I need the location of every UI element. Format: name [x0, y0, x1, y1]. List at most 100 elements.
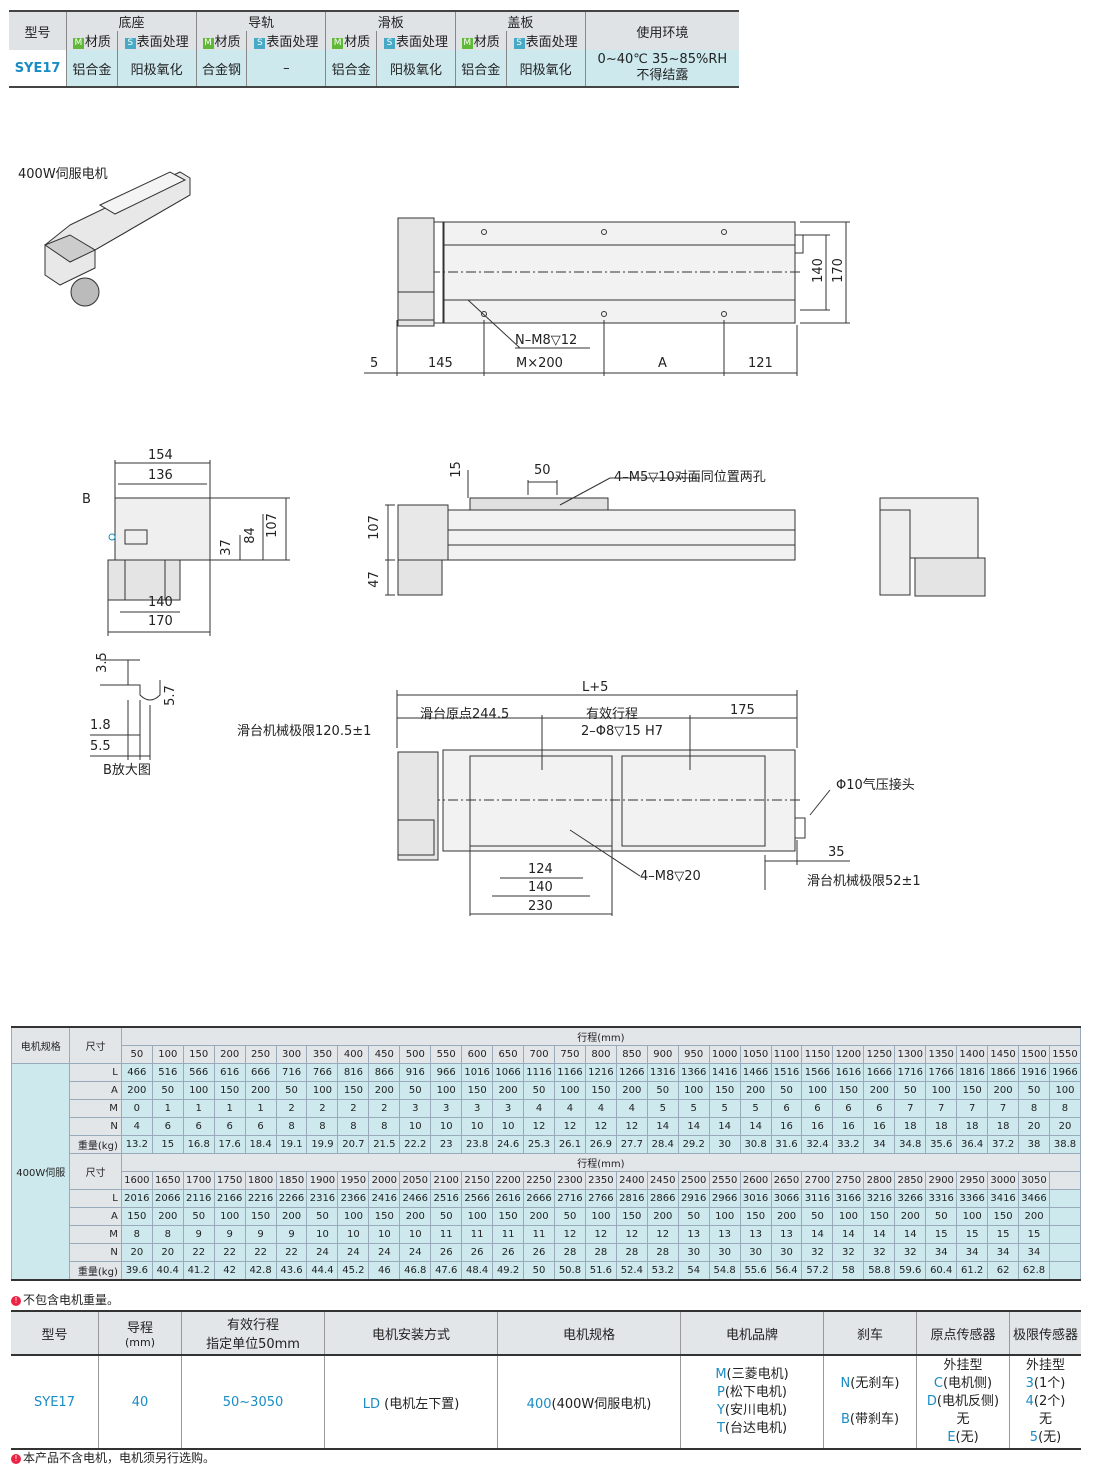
table-cell: 61.2: [956, 1261, 989, 1281]
table-cell: 3116: [801, 1189, 834, 1208]
row-label: M: [69, 1099, 122, 1118]
table-cell: 34: [1018, 1243, 1050, 1262]
table-cell: 7: [894, 1099, 927, 1118]
table-cell: 29.2: [677, 1135, 710, 1154]
table-cell: 7: [925, 1099, 958, 1118]
table-cell: 200: [368, 1081, 401, 1100]
dim-154: 154: [148, 448, 173, 463]
table-cell: 6: [151, 1117, 184, 1136]
table-cell: 30: [770, 1243, 803, 1262]
dim-hole-top: N–M8▽12: [515, 333, 578, 348]
motor-label: 400W伺服电机: [18, 167, 108, 182]
table-cell: 100: [461, 1207, 494, 1226]
table-cell: 28: [646, 1243, 679, 1262]
table-cell: 24: [337, 1243, 370, 1262]
dim-1-8: 1.8: [90, 718, 111, 733]
slide-surface: 阳极氧化: [375, 50, 456, 87]
table-cell: 4: [553, 1099, 586, 1118]
table-cell: 3166: [832, 1189, 865, 1208]
table-cell: 24: [399, 1243, 432, 1262]
table-cell: 18.4: [244, 1135, 277, 1154]
table-cell: 4: [584, 1099, 617, 1118]
limit-right: 滑台机械极限52±1: [807, 874, 921, 889]
table-cell: 150: [987, 1207, 1020, 1226]
dim-170-top: 170: [830, 258, 846, 283]
table-cell: 666: [244, 1063, 277, 1082]
table-cell: 3: [461, 1099, 494, 1118]
table-cell: 37.2: [987, 1135, 1020, 1154]
table-cell: 2416: [368, 1189, 401, 1208]
col-dim-header: 尺寸: [69, 1153, 122, 1190]
table-cell: 516: [151, 1063, 184, 1082]
table-cell: 16: [863, 1117, 896, 1136]
rail-material: 合金钢: [195, 50, 247, 87]
table-cell: 57.2: [801, 1261, 834, 1281]
table-cell: 26: [523, 1243, 555, 1262]
table-cell: 150: [739, 1207, 772, 1226]
table-cell: 50: [523, 1261, 555, 1281]
table-cell: 22.2: [399, 1135, 432, 1154]
table-cell: 34: [987, 1243, 1020, 1262]
table-cell: 1: [244, 1099, 277, 1118]
table-cell: 3016: [739, 1189, 772, 1208]
empty-cell: [1048, 1261, 1082, 1281]
limit-left: 滑台机械极限120.5±1: [237, 724, 372, 739]
table-cell: 150: [584, 1081, 617, 1100]
table-cell: 42.8: [244, 1261, 277, 1281]
stroke-value: 1300: [894, 1045, 927, 1064]
table-cell: 6: [832, 1099, 865, 1118]
table-cell: 60.4: [925, 1261, 958, 1281]
dim-l5: L+5: [582, 680, 609, 695]
table-cell: 716: [275, 1063, 308, 1082]
table-cell: 32.4: [801, 1135, 834, 1154]
order-limit: 外挂型 3(1个) 4(2个) 无 5(无): [1009, 1355, 1081, 1449]
table-cell: 28.4: [646, 1135, 679, 1154]
table-cell: 23: [430, 1135, 463, 1154]
table-cell: 50: [523, 1081, 555, 1100]
table-cell: 54: [677, 1261, 710, 1281]
stroke-value: 50: [120, 1045, 153, 1064]
stroke-value: 1850: [275, 1171, 308, 1190]
dim-121: 121: [748, 356, 773, 371]
stroke-value: 1600: [120, 1171, 153, 1190]
table-cell: 14: [677, 1117, 710, 1136]
stroke-value: 1400: [956, 1045, 989, 1064]
table-cell: 15: [956, 1225, 989, 1244]
dim-37: 37: [218, 539, 234, 556]
table-cell: 14: [708, 1117, 741, 1136]
stroke-value: 3050: [1018, 1171, 1050, 1190]
table-cell: 25.3: [523, 1135, 555, 1154]
table-cell: 41.2: [182, 1261, 215, 1281]
dim-stroke: 有效行程: [586, 707, 639, 722]
table-cell: 26: [430, 1243, 463, 1262]
table-cell: 50: [801, 1207, 834, 1226]
dim-107-end: 107: [264, 513, 280, 538]
stroke-value: 2000: [368, 1171, 401, 1190]
stroke-value: 1750: [213, 1171, 246, 1190]
table-cell: 22: [182, 1243, 215, 1262]
order-stroke: 50~3050: [181, 1355, 325, 1449]
table-cell: 62: [987, 1261, 1020, 1281]
table-cell: 48.4: [461, 1261, 494, 1281]
table-cell: 13: [770, 1225, 803, 1244]
stroke-value: 350: [306, 1045, 339, 1064]
table-cell: 16: [801, 1117, 834, 1136]
table-cell: 100: [1048, 1081, 1082, 1100]
table-cell: 6: [770, 1099, 803, 1118]
stroke-value: 950: [677, 1045, 710, 1064]
model-header: 型号: [9, 11, 67, 50]
dim-84: 84: [242, 527, 258, 544]
table-cell: 38: [1018, 1135, 1050, 1154]
table-cell: 8: [151, 1225, 184, 1244]
stroke-value: 3000: [987, 1171, 1020, 1190]
table-cell: 3416: [987, 1189, 1020, 1208]
order-motor: 400(400W伺服电机): [497, 1355, 681, 1449]
table-cell: 200: [770, 1207, 803, 1226]
row-label: L: [69, 1189, 122, 1208]
stroke-value: 250: [244, 1045, 277, 1064]
table-cell: 50: [275, 1081, 308, 1100]
table-cell: 44.4: [306, 1261, 339, 1281]
table-cell: 32: [894, 1243, 927, 1262]
stroke-value: 1450: [987, 1045, 1020, 1064]
